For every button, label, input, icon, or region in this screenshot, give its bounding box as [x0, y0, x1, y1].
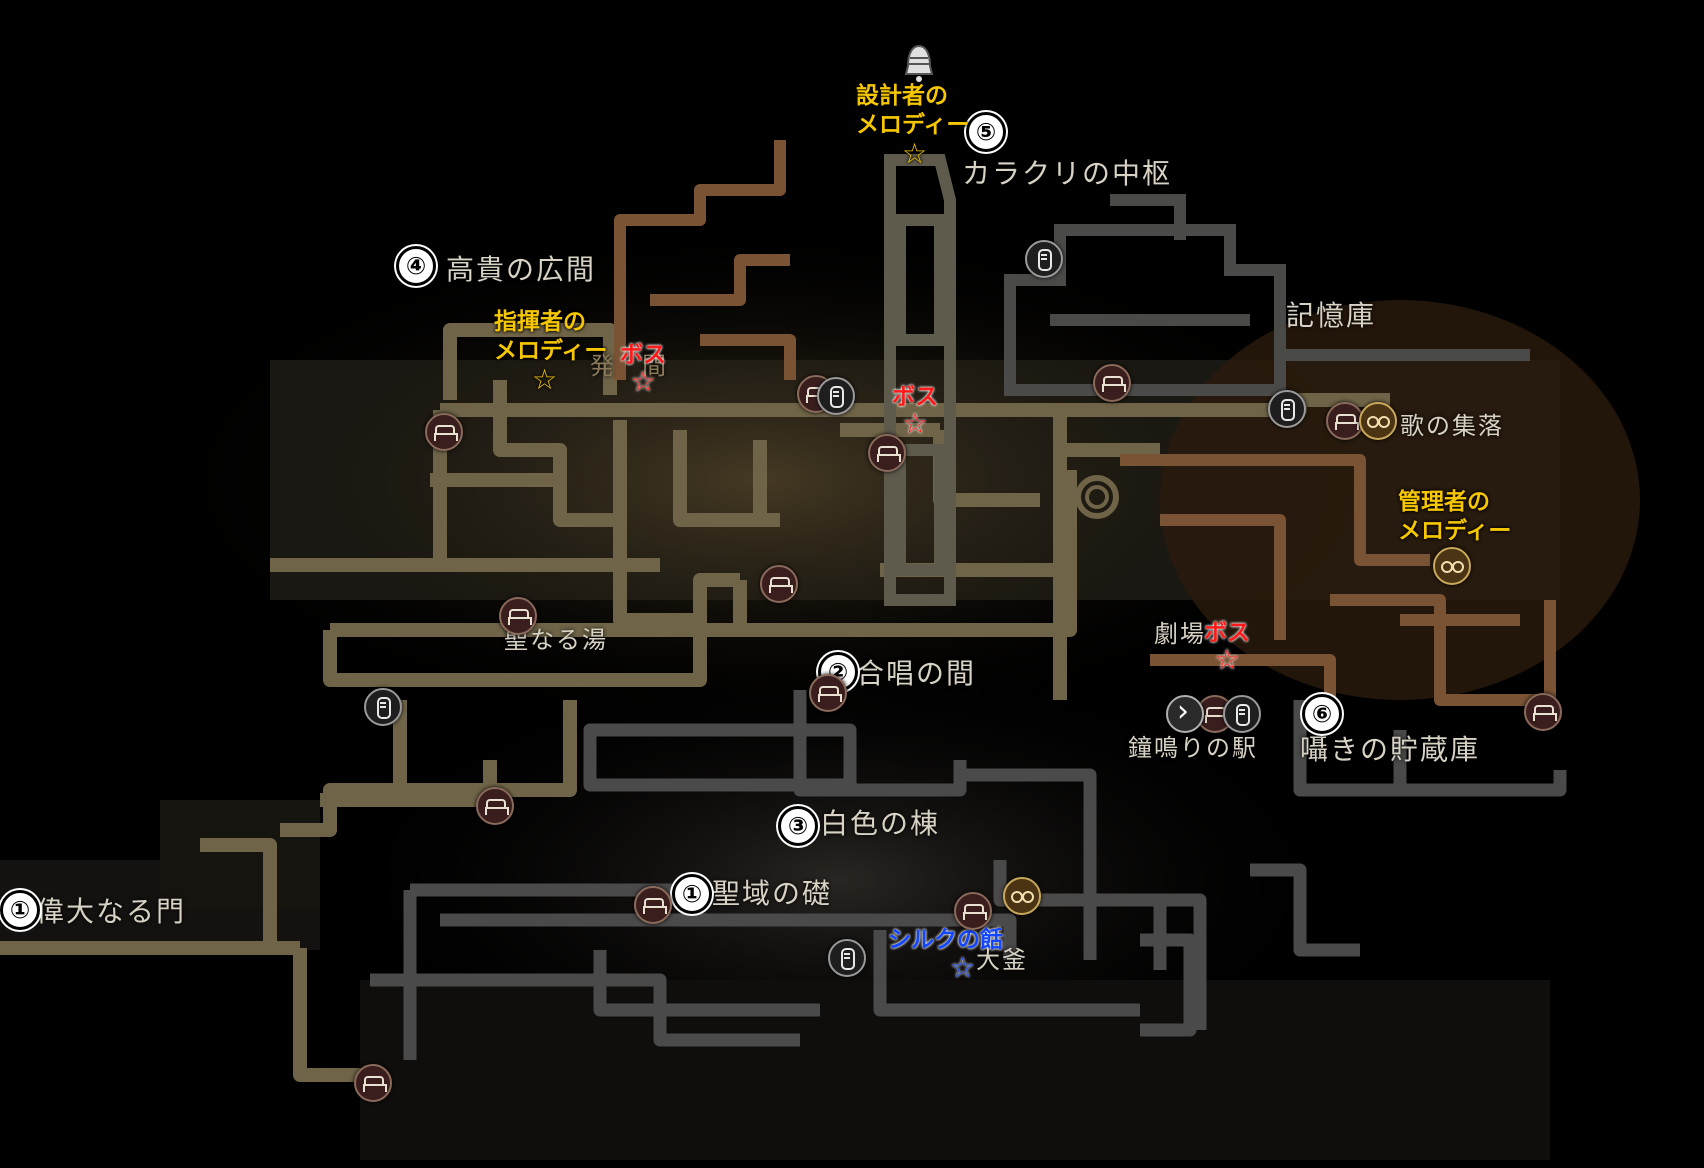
boss-label: ボス [1204, 620, 1250, 646]
melody-conductor: 指揮者の メロディー ☆ [494, 308, 607, 394]
npc-icon[interactable] [1433, 547, 1471, 585]
melody-architect-line2: メロディー [856, 112, 970, 138]
area-theatre-label: 劇場 [1154, 620, 1206, 648]
boss-marker-central: ボス ☆ [892, 384, 938, 438]
lit-corridors [0, 323, 1390, 1082]
melody-vaultkeeper-line2: メロディー [1398, 518, 1512, 544]
stag-icon[interactable] [1166, 694, 1204, 733]
lift-icon[interactable] [1223, 695, 1261, 733]
number-marker-3: ③ [778, 806, 818, 846]
number-marker-1-underworks: ① [672, 874, 712, 914]
lift-icon[interactable] [1268, 390, 1306, 428]
melody-conductor-line1: 指揮者の [494, 309, 586, 335]
bench-icon[interactable] [354, 1064, 392, 1102]
area-cauldron-label: 大釜 [976, 946, 1028, 974]
number-marker-6: ⑥ [1302, 694, 1342, 734]
area-bell-station-label: 鐘鳴りの駅 [1128, 734, 1258, 762]
area-songclave-label: 歌の集落 [1400, 412, 1504, 440]
bench-icon[interactable] [476, 787, 514, 825]
area-high-halls-label: 高貴の広間 [446, 253, 597, 286]
melody-conductor-star-icon: ☆ [532, 363, 558, 396]
cogwork-tower [884, 154, 956, 606]
number-marker-5: ⑤ [966, 112, 1006, 152]
bench-icon[interactable] [425, 413, 463, 451]
boss-star-icon: ☆ [902, 407, 928, 440]
bench-icon[interactable] [499, 597, 537, 635]
bench-icon[interactable] [1093, 364, 1131, 402]
boss-marker-theatre: ボス ☆ [1204, 620, 1250, 674]
boss-label: ボス [620, 342, 666, 368]
npc-icon[interactable] [1003, 877, 1041, 915]
bell-icon [904, 44, 934, 82]
area-cogwork-core-label: カラクリの中枢 [962, 157, 1173, 190]
melody-architect-line1: 設計者の [856, 83, 948, 109]
bench-icon[interactable] [954, 892, 992, 930]
area-whiteward-label: 白色の棟 [820, 807, 941, 840]
bench-icon[interactable] [809, 674, 847, 712]
melody-architect-star-icon: ☆ [902, 137, 928, 170]
boss-marker-high-halls: ボス ☆ [620, 342, 666, 396]
gear-icon [1075, 475, 1119, 519]
npc-icon[interactable] [1359, 402, 1397, 440]
number-marker-1-gate: ① [0, 890, 40, 930]
area-whispering-vaults-label: 囁きの貯蔵庫 [1300, 733, 1481, 766]
lift-icon[interactable] [1025, 240, 1063, 278]
melody-architect: 設計者の メロディー ☆ [856, 82, 969, 168]
melody-conductor-line2: メロディー [494, 338, 608, 364]
number-marker-4: ④ [396, 246, 436, 286]
boss-star-icon: ☆ [1214, 643, 1240, 676]
silk-needle-label: シルクの餂 [888, 927, 1003, 953]
area-partial-label: 発 間 [590, 352, 668, 380]
bench-icon[interactable] [760, 565, 798, 603]
lift-icon[interactable] [364, 688, 402, 726]
silk-needle-marker: シルクの餂 ☆ [888, 920, 1003, 982]
boss-star-icon: ☆ [630, 365, 656, 398]
bench-icon[interactable] [868, 434, 906, 472]
bench-icon[interactable] [1524, 693, 1562, 731]
lift-icon[interactable] [828, 939, 866, 977]
area-grand-gate-label: 偉大なる門 [36, 895, 187, 928]
silk-needle-star-icon: ☆ [950, 951, 976, 984]
area-memorium-label: 記憶庫 [1286, 299, 1377, 332]
bench-icon[interactable] [634, 886, 672, 924]
boss-label: ボス [892, 384, 938, 410]
melody-vaultkeeper-line1: 管理者の [1398, 489, 1490, 515]
area-choral-chambers-label: 合唱の間 [856, 657, 977, 690]
area-underworks-label: 聖域の礎 [712, 877, 833, 910]
lift-icon[interactable] [817, 377, 855, 415]
